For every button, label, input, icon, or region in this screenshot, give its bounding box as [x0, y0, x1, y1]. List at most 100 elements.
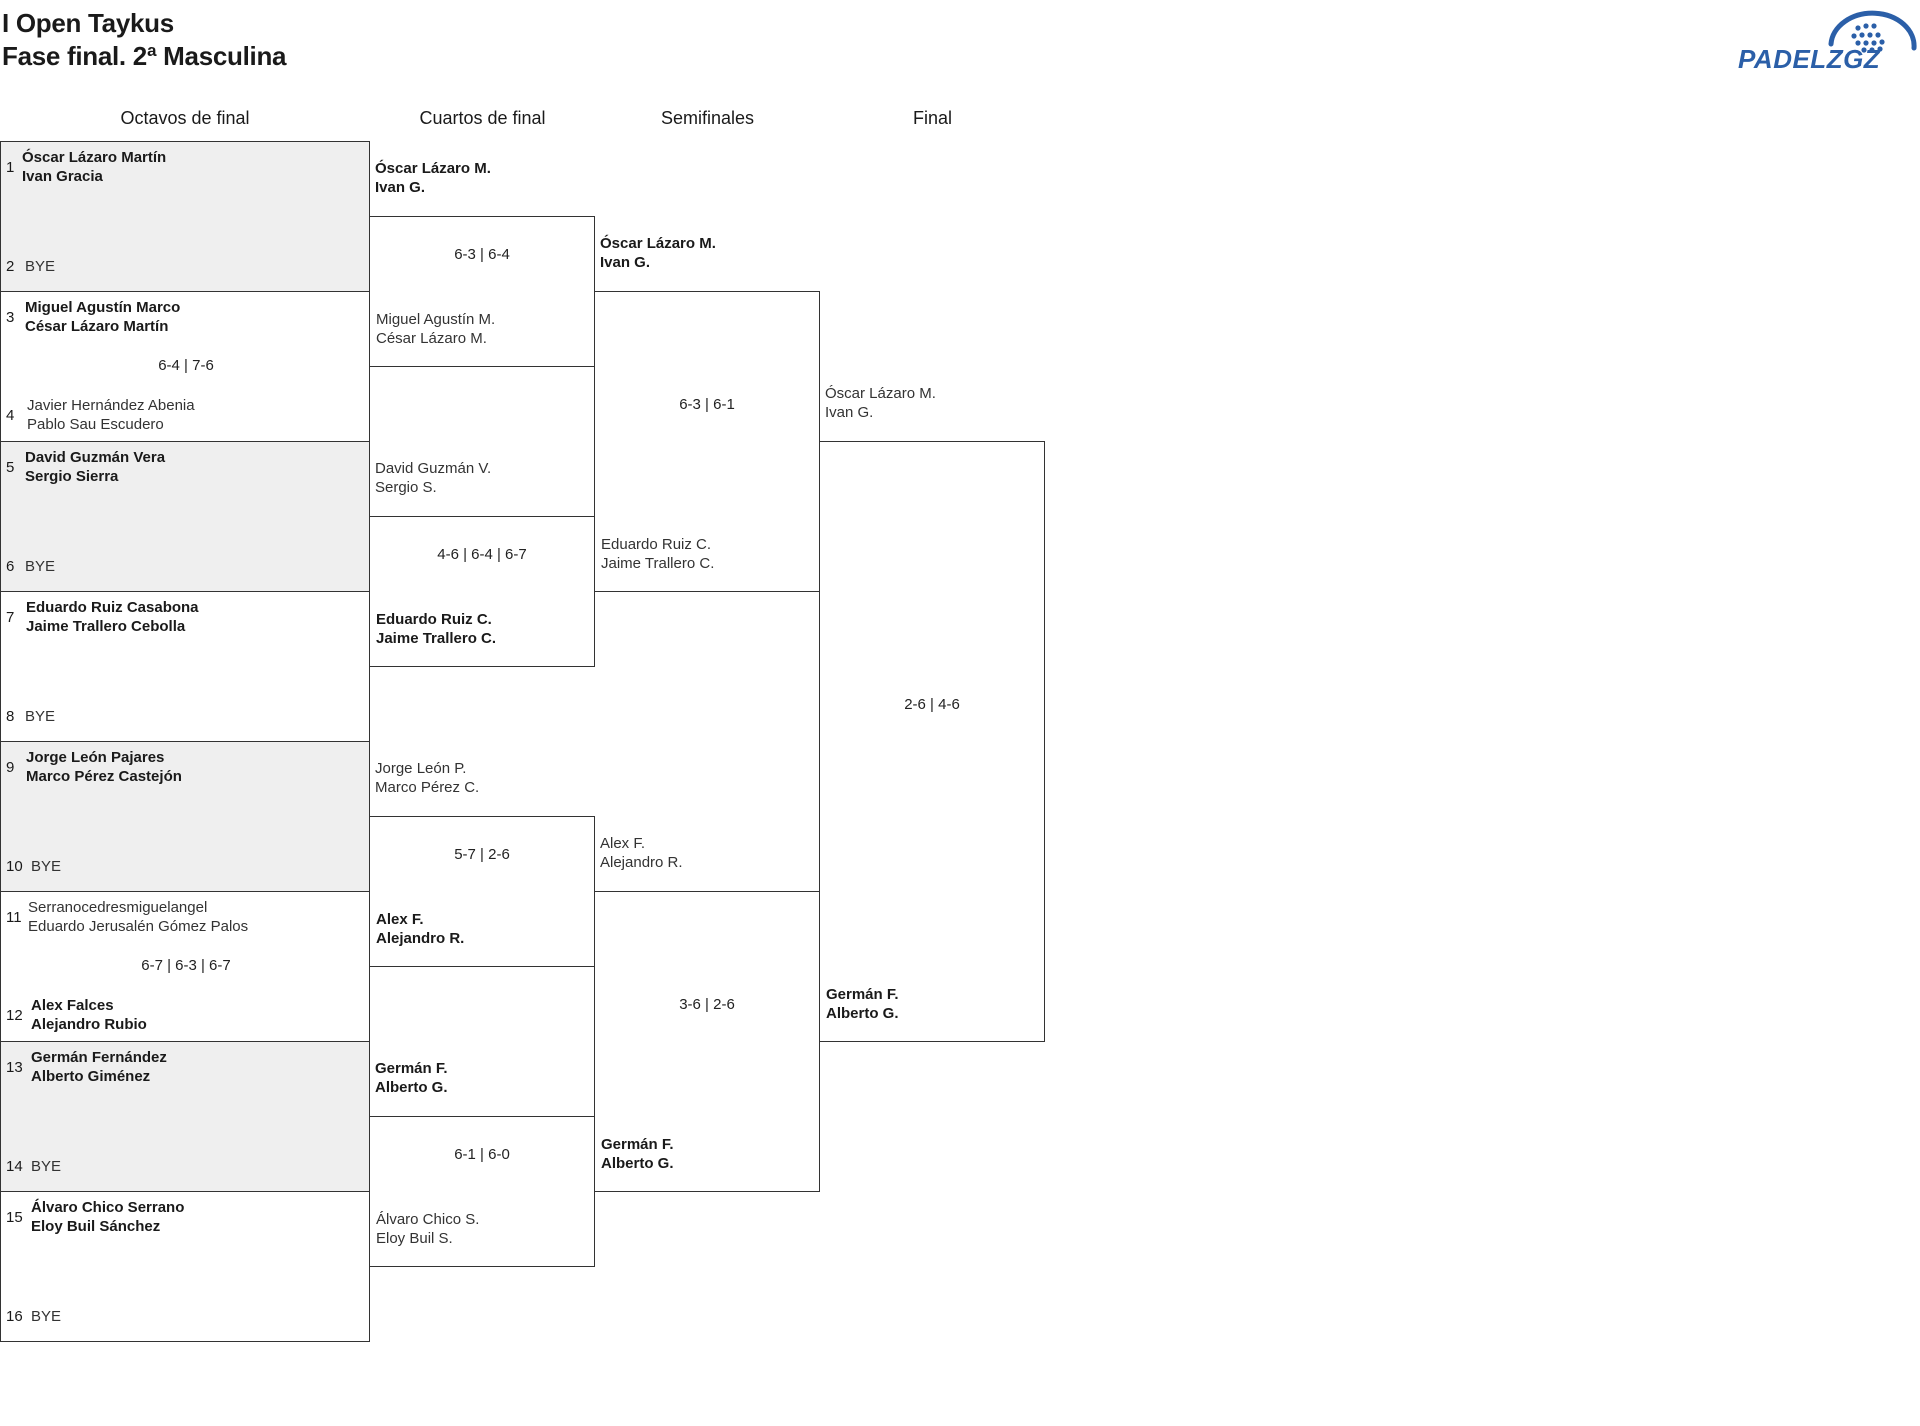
team-player: Alex F.	[376, 911, 424, 928]
team-player: Marco Pérez Castejón	[26, 768, 182, 785]
team-player: Germán F.	[826, 986, 899, 1003]
final-match: 2-6 | 4-6 Germán F. Alberto G.	[819, 441, 1045, 1042]
seed-number: 4	[6, 407, 15, 424]
seed-number: 6	[6, 558, 15, 575]
team-bye: BYE	[31, 1308, 62, 1325]
seed-number: 9	[6, 759, 15, 776]
team-player: Óscar Lázaro Martín	[22, 149, 167, 166]
team-player: Germán F.	[601, 1136, 674, 1153]
column-heading-final: Final	[912, 108, 952, 128]
team-player: Eduardo Jerusalén Gómez Palos	[28, 918, 249, 935]
page-title: I Open Taykus	[2, 8, 174, 38]
team-player: David Guzmán Vera	[25, 449, 166, 466]
team-player: Jaime Trallero C.	[376, 630, 497, 647]
team-player: Ivan Gracia	[22, 168, 103, 185]
seed-number: 7	[6, 609, 15, 626]
team-player: Ivan G.	[375, 179, 426, 196]
team-player: Alex Falces	[31, 997, 114, 1014]
team-player: Marco Pérez C.	[375, 779, 480, 796]
team-player: Álvaro Chico Serrano	[31, 1199, 185, 1216]
sf-match-1: 6-3 | 6-1 Eduardo Ruiz C. Jaime Trallero…	[594, 291, 820, 592]
logo-text: PADELZGZ	[1738, 44, 1881, 74]
column-heading-semifinales: Semifinales	[660, 108, 755, 128]
match-score: 3-6 | 2-6	[679, 996, 735, 1013]
team-player: Eloy Buil Sánchez	[31, 1218, 161, 1235]
team-player: Alberto Giménez	[31, 1068, 151, 1085]
sf-match-2: 3-6 | 2-6 Germán F. Alberto G.	[594, 891, 820, 1192]
team-bye: BYE	[31, 1158, 62, 1175]
r16-match-7: 13 Germán Fernández Alberto Giménez 14 B…	[0, 1041, 370, 1192]
team-player: Álvaro Chico S.	[376, 1211, 480, 1228]
team-player: Eduardo Ruiz Casabona	[26, 599, 199, 616]
team-player: Serranocedresmiguelangel	[28, 899, 208, 916]
team-player: Eduardo Ruiz C.	[376, 611, 492, 628]
seed-number: 1	[6, 159, 15, 176]
team-player: Óscar Lázaro M.	[825, 385, 936, 402]
team-player: César Lázaro M.	[376, 330, 487, 347]
qf-match-3: 5-7 | 2-6 Alex F. Alejandro R.	[369, 816, 595, 967]
qf-match-1: 6-3 | 6-4 Miguel Agustín M. César Lázaro…	[369, 216, 595, 367]
match-score: 6-7 | 6-3 | 6-7	[141, 957, 231, 974]
seed-number: 5	[6, 459, 15, 476]
team-player: Alberto G.	[826, 1005, 899, 1022]
match-score: 6-4 | 7-6	[158, 357, 214, 374]
r16-match-3: 5 David Guzmán Vera Sergio Sierra 6 BYE	[0, 441, 370, 592]
seed-number: 8	[6, 708, 15, 725]
match-score: 6-1 | 6-0	[454, 1146, 510, 1163]
padelzgz-logo: PADELZGZ	[1738, 8, 1918, 76]
match-score: 2-6 | 4-6	[904, 696, 960, 713]
r16-match-4: 7 Eduardo Ruiz Casabona Jaime Trallero C…	[0, 591, 370, 742]
qf-match-2: 4-6 | 6-4 | 6-7 Eduardo Ruiz C. Jaime Tr…	[369, 516, 595, 667]
page-subtitle: Fase final. 2ª Masculina	[2, 41, 287, 71]
team-player: Jaime Trallero C.	[601, 555, 715, 572]
team-bye: BYE	[25, 708, 56, 725]
team-player: Jaime Trallero Cebolla	[26, 618, 186, 635]
qf-match-4: 6-1 | 6-0 Álvaro Chico S. Eloy Buil S.	[369, 1116, 595, 1267]
r16-match-1: 1 Óscar Lázaro Martín Ivan Gracia 2 BYE	[0, 141, 370, 292]
match-score: 6-3 | 6-4	[454, 246, 510, 263]
seed-number: 10	[6, 858, 23, 875]
team-player: Javier Hernández Abenia	[27, 397, 195, 414]
team-player: Sergio S.	[375, 479, 437, 496]
seed-number: 3	[6, 309, 15, 326]
r16-match-6: 11 Serranocedresmiguelangel Eduardo Jeru…	[0, 891, 370, 1042]
team-player: Sergio Sierra	[25, 468, 119, 485]
team-player: César Lázaro Martín	[25, 318, 169, 335]
team-player: Pablo Sau Escudero	[27, 416, 164, 433]
r16-match-2: 3 Miguel Agustín Marco César Lázaro Mart…	[0, 291, 370, 442]
team-player: Miguel Agustín M.	[376, 311, 496, 328]
team-player: Alberto G.	[601, 1155, 674, 1172]
logo-ball-icon	[1828, 10, 1917, 53]
team-bye: BYE	[25, 558, 56, 575]
r16-match-8: 15 Álvaro Chico Serrano Eloy Buil Sánche…	[0, 1191, 370, 1342]
team-player: Alejandro R.	[600, 854, 683, 871]
team-player: Alejandro R.	[376, 930, 465, 947]
match-score: 4-6 | 6-4 | 6-7	[437, 546, 527, 563]
seed-number: 16	[6, 1308, 23, 1325]
team-player: Óscar Lázaro M.	[600, 235, 716, 252]
team-player: Alex F.	[600, 835, 646, 852]
seed-number: 13	[6, 1059, 23, 1076]
team-player: David Guzmán V.	[375, 460, 492, 477]
r16-match-5: 9 Jorge León Pajares Marco Pérez Castejó…	[0, 741, 370, 892]
team-player: Miguel Agustín Marco	[25, 299, 181, 316]
team-player: Jorge León Pajares	[26, 749, 165, 766]
team-bye: BYE	[31, 858, 62, 875]
seed-number: 12	[6, 1007, 23, 1024]
team-player: Eduardo Ruiz C.	[601, 536, 712, 553]
team-player: Germán Fernández	[31, 1049, 167, 1066]
team-player: Eloy Buil S.	[376, 1230, 453, 1247]
seed-number: 15	[6, 1209, 23, 1226]
team-player: Ivan G.	[600, 254, 651, 271]
match-score: 6-3 | 6-1	[679, 396, 735, 413]
seed-number: 14	[6, 1158, 23, 1175]
team-player: Ivan G.	[825, 404, 874, 421]
column-heading-cuartos: Cuartos de final	[419, 108, 546, 128]
team-player: Alejandro Rubio	[31, 1016, 147, 1033]
seed-number: 2	[6, 258, 15, 275]
team-player: Óscar Lázaro M.	[375, 160, 491, 177]
team-player: Jorge León P.	[375, 760, 467, 777]
seed-number: 11	[6, 909, 22, 926]
team-bye: BYE	[25, 258, 56, 275]
team-player: Germán F.	[375, 1060, 448, 1077]
